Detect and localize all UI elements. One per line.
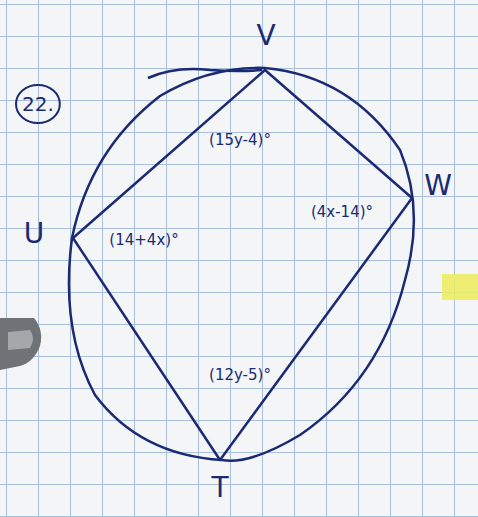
angle-label: (14+4x)° (109, 233, 178, 248)
vertex-label: V (256, 22, 275, 50)
circle (69, 68, 414, 461)
angle-label: (12y-5)° (209, 368, 271, 383)
highlight (442, 274, 478, 300)
pen-tip (8, 330, 33, 350)
vertex-label: U (24, 220, 45, 248)
pen (0, 318, 41, 370)
angle-label: (4x-14)° (311, 205, 373, 220)
problem-number: 22. (14, 83, 62, 125)
vertex-label: W (424, 172, 452, 200)
vertex-label: T (211, 474, 228, 502)
problem-number-text: 22. (22, 94, 54, 114)
angle-label: (15y-4)° (209, 133, 271, 148)
quadrilateral (73, 70, 412, 460)
